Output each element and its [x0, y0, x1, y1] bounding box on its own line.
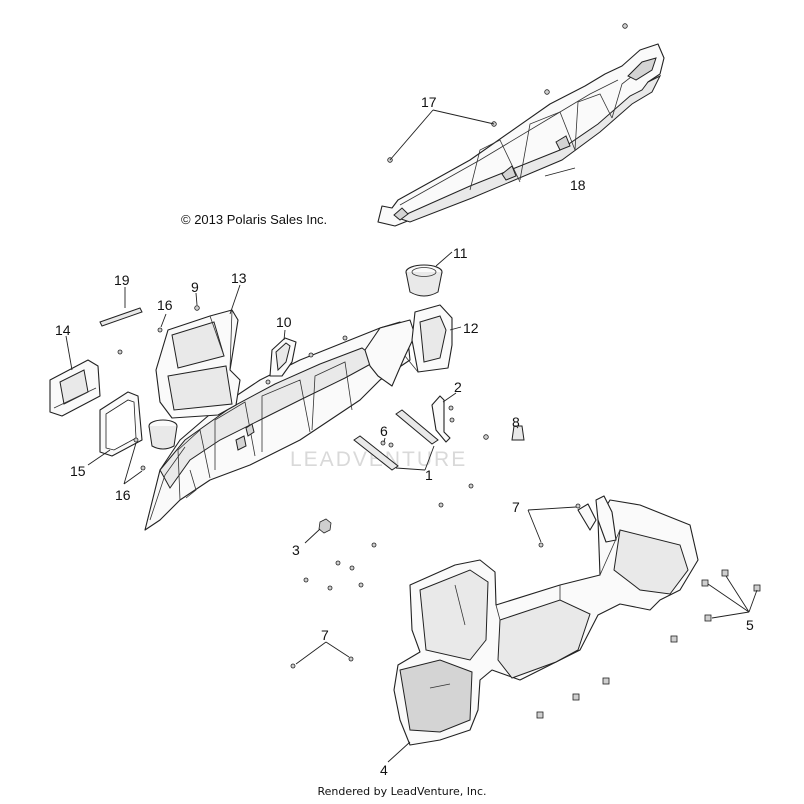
callout-11: 11 [453, 245, 468, 261]
callout-6: 6 [380, 423, 388, 439]
leader-11 [435, 251, 453, 267]
leader-13 [229, 284, 241, 315]
leader-17 [389, 109, 495, 161]
cup-holder-small [148, 419, 178, 450]
callout-10: 10 [276, 314, 292, 330]
screw-17b [544, 89, 550, 95]
callout-14: 14 [55, 322, 71, 338]
fastener-9 [194, 305, 200, 311]
vent-10 [269, 337, 297, 377]
watermark: LEADVENTURE [290, 448, 467, 472]
leader-7a [527, 506, 577, 543]
callout-3: 3 [292, 542, 300, 558]
strip-1a [353, 435, 399, 471]
clip-8 [511, 425, 525, 441]
leader-15 [87, 449, 111, 466]
callout-19: 19 [114, 272, 130, 288]
fastener-7c [290, 663, 296, 669]
callout-2: 2 [454, 379, 462, 395]
fastener-8 [483, 434, 489, 440]
fastener-7d [348, 656, 354, 662]
clip-5d [704, 614, 712, 622]
strip-1b [395, 409, 439, 445]
fastener-7b [538, 542, 544, 548]
clip-d [536, 711, 544, 719]
leader-2 [442, 392, 457, 403]
fastener-c [308, 352, 314, 358]
glove-box-13 [155, 309, 241, 419]
callout-9: 9 [191, 279, 199, 295]
leader-4 [387, 741, 411, 763]
nut-3 [318, 518, 332, 534]
right-storage-pocket [364, 304, 453, 387]
leader-9 [195, 292, 198, 306]
fastener-d [342, 335, 348, 341]
leader-3 [304, 528, 321, 544]
fastener-e [468, 483, 474, 489]
leader-8 [516, 426, 519, 429]
rendered-by-footer: Rendered by LeadVenture, Inc. [317, 785, 487, 798]
leader-6 [383, 437, 386, 443]
fastener-16a [157, 327, 163, 333]
callout-1: 1 [425, 467, 433, 483]
bracket-14 [49, 359, 101, 417]
clip-5a [701, 579, 709, 587]
lower-dash-panel [144, 321, 411, 531]
callout-8: 8 [512, 414, 520, 430]
leader-1 [395, 445, 435, 471]
fastener-16b [133, 437, 139, 443]
leader-16a [160, 313, 167, 328]
callout-7-upper: 7 [512, 499, 520, 515]
bracket-2 [431, 395, 455, 443]
callout-5: 5 [746, 617, 754, 633]
callout-13: 13 [231, 270, 247, 286]
fastener-j [303, 577, 309, 583]
fastener-6b [388, 442, 394, 448]
clip-c [572, 693, 580, 701]
fastener-f [438, 502, 444, 508]
fastener-k [327, 585, 333, 591]
frame-15 [99, 391, 143, 457]
fastener-a [117, 349, 123, 355]
callout-15: 15 [70, 463, 86, 479]
console-housing-4 [393, 495, 699, 746]
upper-dash-panel [377, 43, 665, 227]
fastener-b [265, 379, 271, 385]
copyright-notice: © 2013 Polaris Sales Inc. [181, 212, 328, 227]
leader-5 [707, 575, 758, 619]
fastener-7a [575, 503, 581, 509]
callout-16-lower: 16 [115, 487, 131, 503]
clip-5b [721, 569, 729, 577]
callout-18: 18 [570, 177, 586, 193]
callout-12: 12 [463, 320, 479, 336]
clip-b [602, 677, 610, 685]
strip-19 [99, 307, 143, 327]
fastener-l [358, 582, 364, 588]
fastener-g [371, 542, 377, 548]
callout-4: 4 [380, 762, 388, 778]
leader-14 [65, 335, 73, 371]
callout-7-lower: 7 [321, 627, 329, 643]
screw-17a [622, 23, 628, 29]
leader-7b [295, 641, 350, 665]
fastener-i [349, 565, 355, 571]
callout-17: 17 [421, 94, 437, 110]
leader-12 [449, 326, 462, 331]
leader-16b [123, 442, 143, 485]
leader-18 [544, 167, 576, 177]
fastener-h [335, 560, 341, 566]
callout-16-upper: 16 [157, 297, 173, 313]
fastener-16c [140, 465, 146, 471]
cup-holder-11 [405, 264, 443, 297]
clip-a [670, 635, 678, 643]
leader-10 [283, 329, 286, 341]
